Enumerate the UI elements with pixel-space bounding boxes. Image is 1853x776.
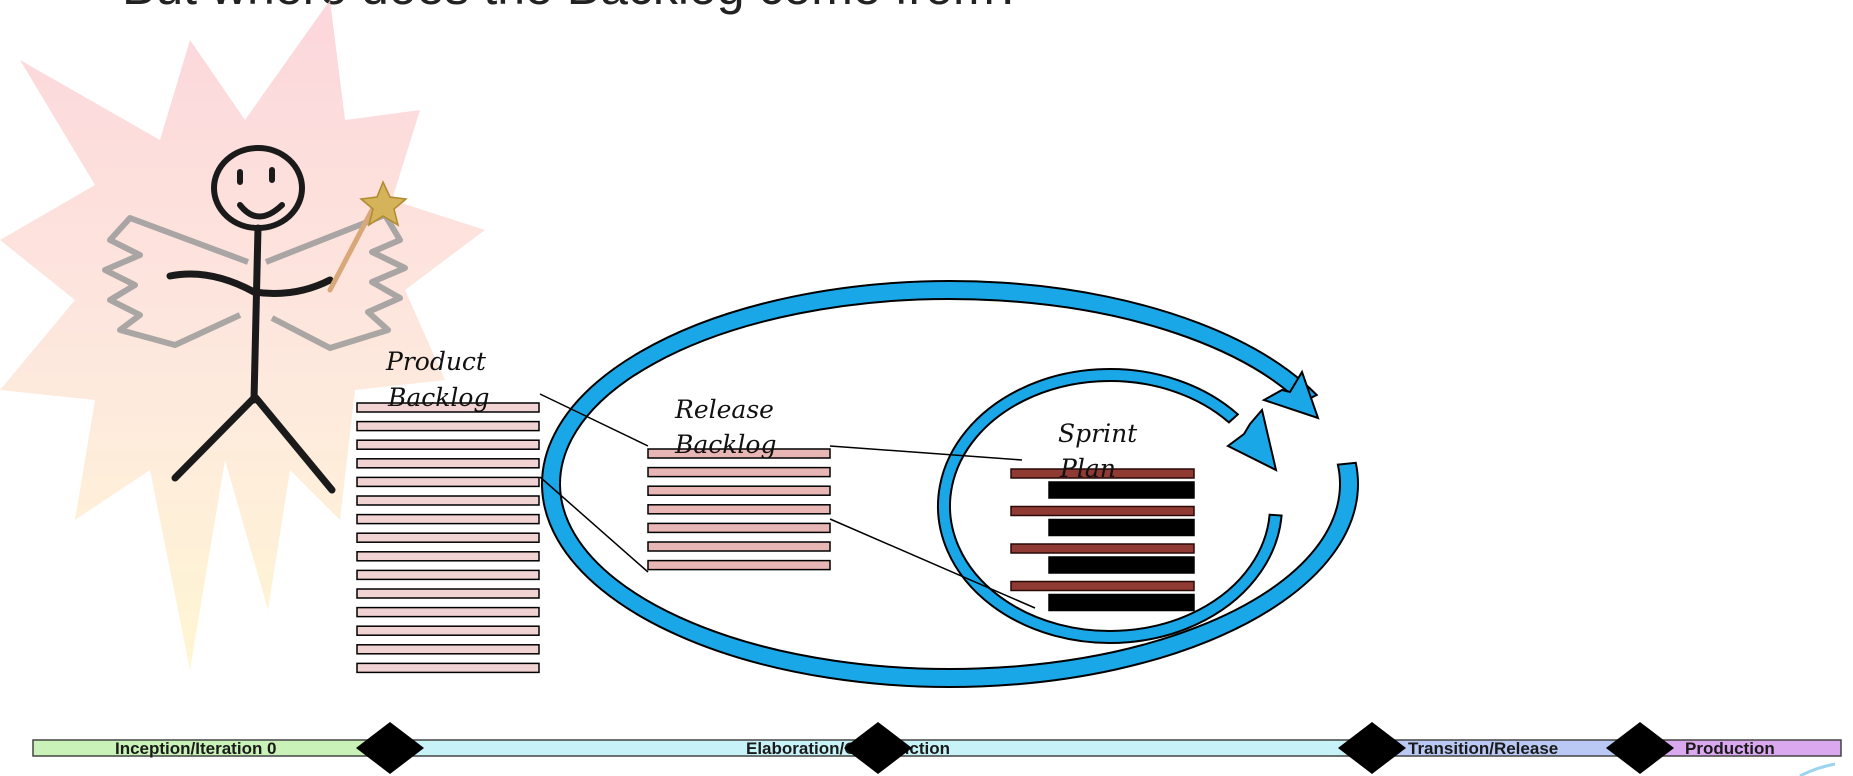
fairy-stick-figure-icon (102, 145, 408, 494)
milestone-diamond-icon (356, 722, 424, 774)
product-backlog-item (356, 551, 540, 562)
sprint-cycle-ring (937, 368, 1283, 644)
milestone-diamond-icon (1606, 722, 1674, 774)
phase-label-transition: Transition/Release (1408, 739, 1558, 758)
product-backlog-item (356, 402, 540, 413)
release-backlog-item (647, 466, 831, 478)
starburst-icon (0, 0, 485, 670)
product-backlog-item (356, 495, 540, 506)
sprint-task-block (1048, 481, 1195, 499)
product-backlog-item (356, 420, 540, 432)
product-backlog-item (356, 532, 540, 543)
release-backlog-item (647, 522, 831, 534)
release-backlog-stack (647, 448, 831, 571)
product-backlog-label-2: Backlog (387, 383, 489, 412)
release-cycle-arrowhead (1261, 369, 1320, 420)
release-backlog-label-1: Release (674, 395, 774, 424)
product-backlog-item (356, 513, 540, 525)
release-backlog-item (647, 448, 831, 459)
release-backlog-label-2: Backlog (674, 430, 776, 459)
connector-line (829, 518, 1036, 609)
sprint-cycle-arrowhead (1226, 407, 1278, 472)
sprint-story-item (1010, 543, 1195, 554)
sprint-plan-label-1: Sprint (1058, 419, 1138, 448)
product-backlog-item (356, 439, 540, 450)
product-backlog-stack (356, 402, 540, 674)
phase-label-inception: Inception/Iteration 0 (115, 739, 277, 758)
connector-line (539, 476, 649, 573)
sprint-story-item (1010, 580, 1195, 592)
connector-lines (539, 393, 1036, 609)
sprint-task-block (1048, 518, 1195, 537)
sprint-task-block (1048, 556, 1195, 574)
product-backlog-item (356, 644, 540, 655)
magic-wand-icon (327, 180, 408, 293)
sprint-story-item (1010, 505, 1195, 517)
release-cycle-ring (541, 279, 1359, 688)
product-backlog-item (356, 662, 540, 674)
product-backlog-item (356, 588, 540, 599)
sprint-plan-label-2: Plan (1059, 454, 1116, 483)
connector-line (539, 393, 649, 447)
product-backlog-item (356, 569, 540, 581)
sprint-cycle-arrow (937, 368, 1283, 644)
product-backlog-item (356, 606, 540, 618)
product-backlog-item (356, 625, 540, 636)
milestone-diamond-icon (1338, 722, 1406, 774)
sprint-task-block (1048, 593, 1195, 612)
milestone-diamond-icon (844, 722, 912, 774)
release-backlog-item (647, 559, 831, 571)
release-backlog-item (647, 541, 831, 552)
phase-timeline: Inception/Iteration 0 Elaboration/Constr… (32, 722, 1842, 774)
sprint-plan-stack (1010, 468, 1195, 612)
release-backlog-item (647, 504, 831, 515)
slide-title: But where does the Backlog come from? (122, 0, 1022, 15)
sprint-story-item (1010, 468, 1195, 479)
release-cycle-arrow (541, 279, 1359, 688)
connector-line (829, 445, 1023, 461)
corner-decoration (1799, 762, 1836, 776)
product-backlog-item (356, 458, 540, 469)
product-backlog-item (356, 476, 540, 488)
phase-label-production: Production (1685, 739, 1775, 758)
release-backlog-item (647, 485, 831, 496)
product-backlog-label-1: Product (385, 347, 487, 376)
